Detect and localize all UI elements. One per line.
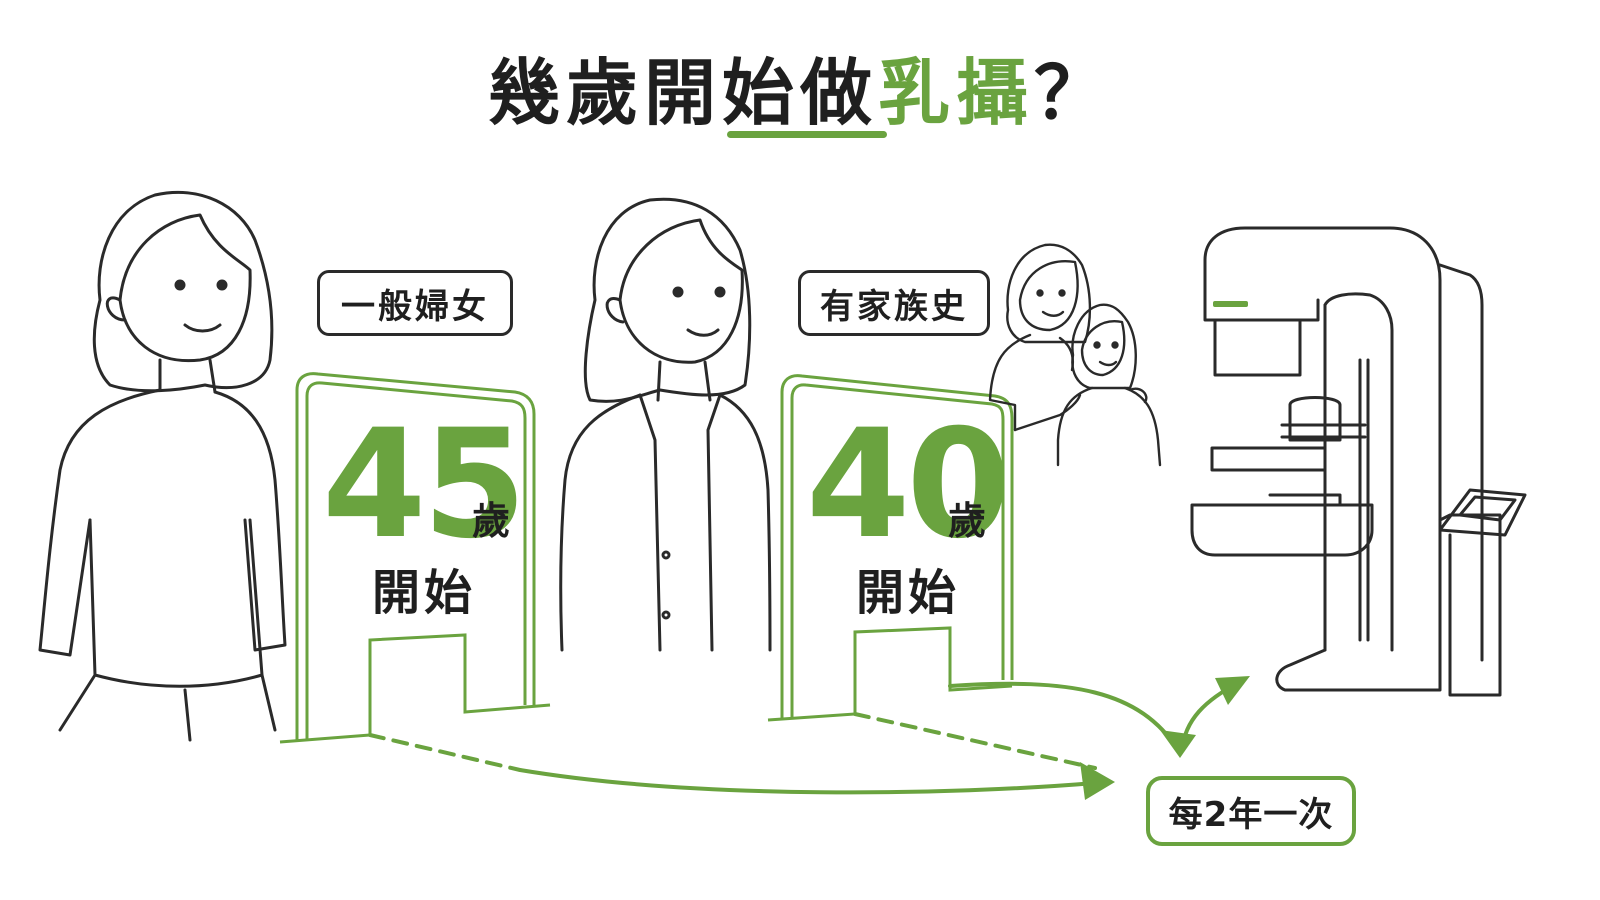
mammography-machine-icon [1190, 226, 1527, 697]
age-value-family-history: 40 [806, 398, 1011, 572]
page-title: 幾歲開始做乳攝？ [0, 34, 1600, 139]
gate-icon [767, 374, 1014, 722]
gate-icon [279, 372, 551, 744]
arrow-head [1080, 676, 1250, 800]
age-value-general: 45 [322, 398, 527, 572]
title-suffix: ？ [1034, 51, 1113, 135]
age-unit-general: 歲 [472, 499, 511, 543]
group-label-family-history: 有家族史 [798, 270, 990, 336]
woman-icon [38, 190, 287, 742]
frequency-badge: 每2年一次 [1146, 776, 1356, 846]
machine-indicator [1213, 301, 1248, 307]
start-label-family-history: 開始 [856, 565, 961, 621]
mother-daughter-icon [988, 243, 1162, 467]
title-underline [727, 131, 887, 138]
age-unit-family-history: 歲 [948, 499, 987, 543]
title-main: 幾歲開始做 [487, 51, 878, 135]
group-label-general: 一般婦女 [317, 270, 513, 336]
start-label-general: 開始 [372, 565, 477, 621]
woman-icon [559, 197, 772, 652]
arrow-icon [368, 680, 1242, 795]
title-highlight: 乳攝 [877, 51, 1034, 135]
